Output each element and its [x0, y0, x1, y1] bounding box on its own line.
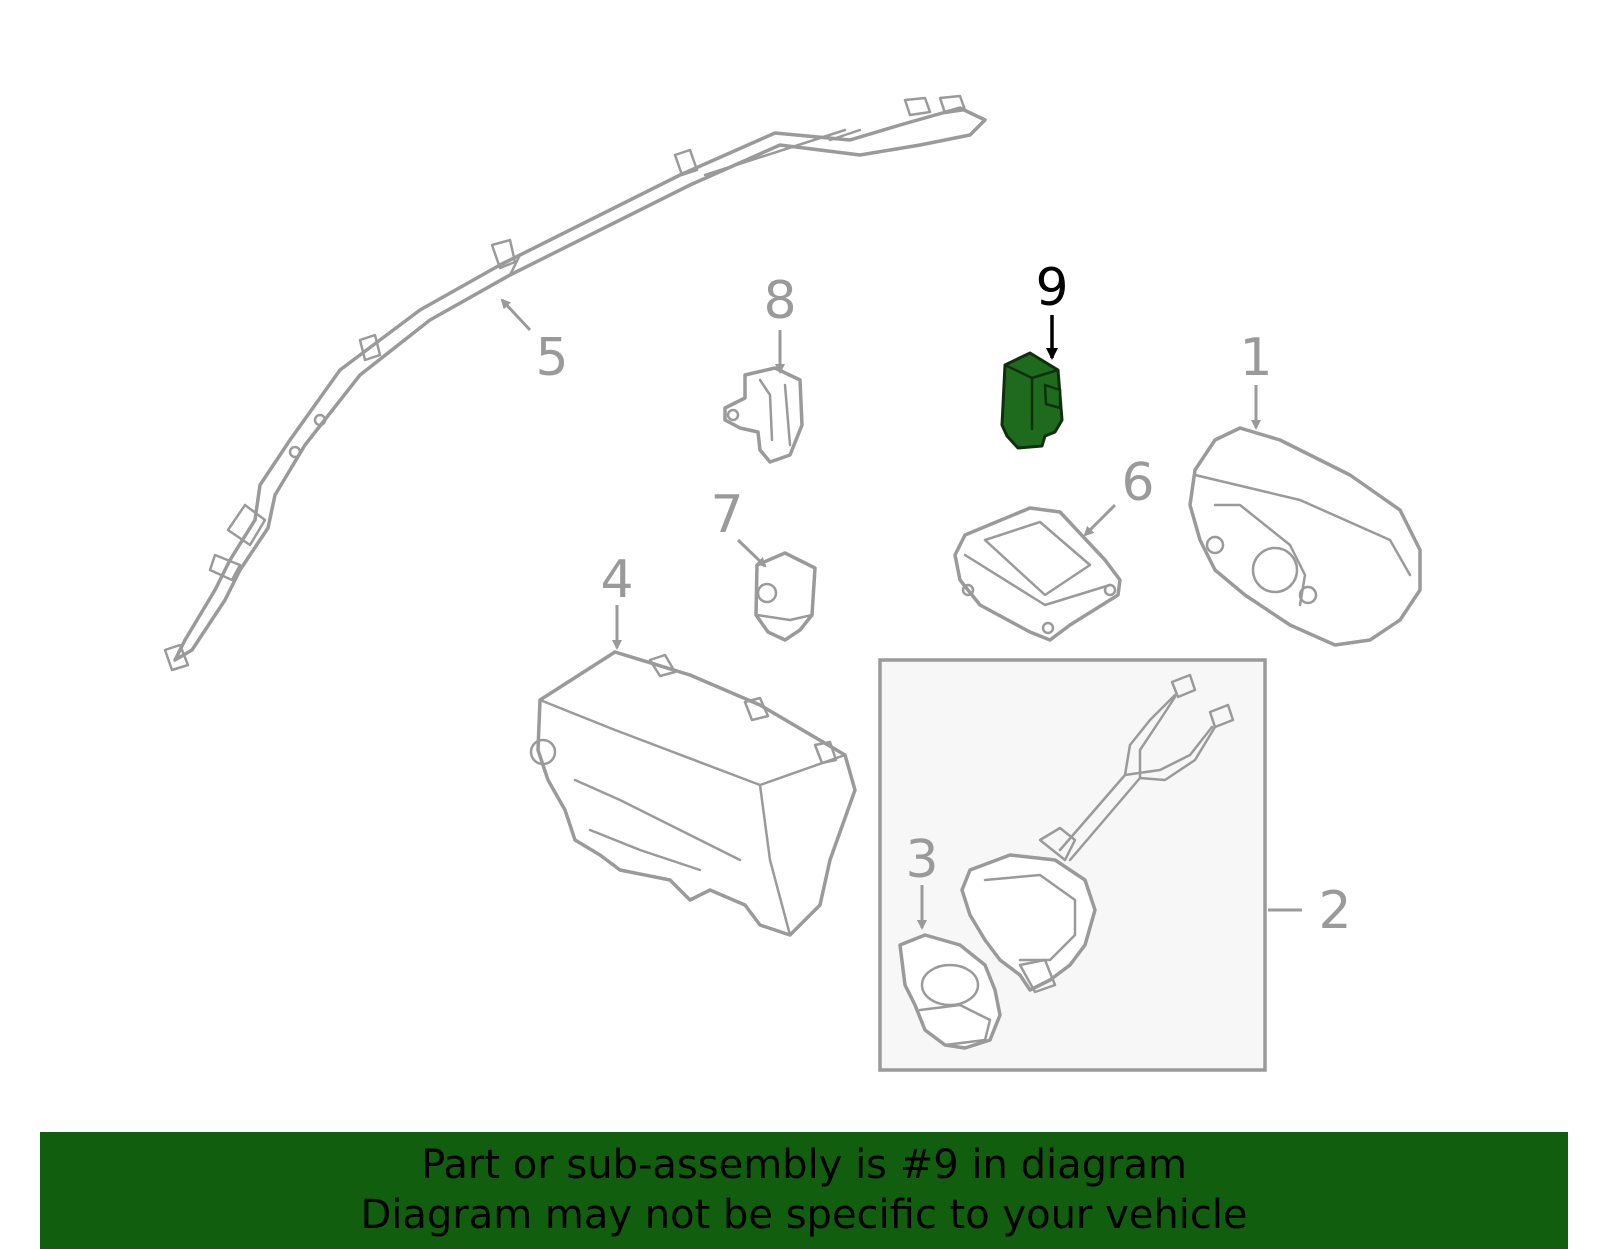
callout-7-group: 7: [710, 485, 767, 568]
callout-2: 2: [1318, 881, 1351, 941]
callout-3: 3: [905, 830, 938, 890]
part-4-passenger-airbag[interactable]: [529, 650, 857, 937]
callout-1-group: 1: [1239, 328, 1273, 430]
callout-7: 7: [710, 485, 743, 545]
callout-5: 5: [535, 328, 568, 388]
info-banner: Part or sub-assembly is #9 in diagram Di…: [40, 1132, 1568, 1249]
callout-4: 4: [600, 550, 633, 610]
callout-1: 1: [1239, 328, 1272, 388]
part-1-driver-airbag[interactable]: [1188, 426, 1422, 647]
banner-line-1: Part or sub-assembly is #9 in diagram: [421, 1142, 1187, 1188]
part-5-curtain-airbag[interactable]: [163, 94, 987, 672]
callout-9-group: 9: [1035, 258, 1069, 360]
callout-2-group: 2: [1268, 881, 1352, 941]
callout-6: 6: [1121, 453, 1154, 513]
callout-8-group: 8: [763, 271, 797, 374]
callout-8: 8: [763, 271, 796, 331]
part-2-clock-spring-box[interactable]: [878, 658, 1267, 1072]
part-8-sensor[interactable]: [723, 366, 804, 464]
callout-4-group: 4: [600, 550, 634, 650]
callout-5-group: 5: [500, 298, 569, 388]
callout-3-group: 3: [905, 830, 939, 930]
banner-line-2: Diagram may not be specific to your vehi…: [360, 1192, 1248, 1238]
callout-6-group: 6: [1083, 453, 1155, 537]
part-7-sensor[interactable]: [754, 551, 817, 642]
part-3-sensor-ring[interactable]: [898, 933, 1002, 1050]
part-6-control-module[interactable]: [953, 506, 1122, 642]
part-9-highlighted-sensor[interactable]: [1000, 351, 1064, 450]
callout-9: 9: [1035, 258, 1068, 318]
